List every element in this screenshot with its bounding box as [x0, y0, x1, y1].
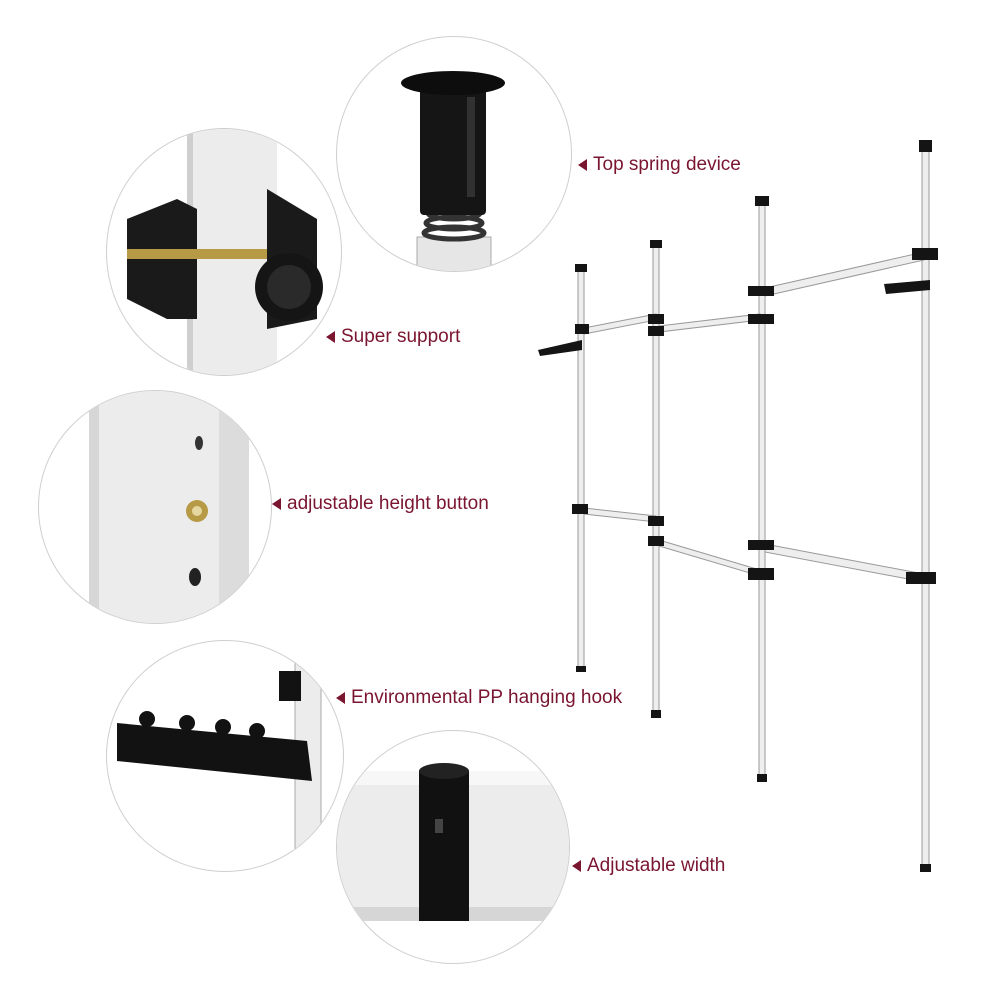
- hook-icon: [117, 660, 322, 871]
- adjustable-width-label: Adjustable width: [587, 855, 726, 876]
- hanging-hook-label: Environmental PP hanging hook: [351, 687, 623, 708]
- height-button-detail: [38, 390, 272, 624]
- callout-arrow-icon: [336, 692, 345, 704]
- adjustable-width-detail: [336, 730, 570, 964]
- spring-icon: [401, 71, 505, 271]
- callout-arrow-icon: [578, 159, 587, 171]
- callout-arrow-icon: [326, 331, 335, 343]
- hanging-hook-detail: [106, 640, 344, 872]
- callout-arrow-icon: [572, 860, 581, 872]
- top-spring-label: Top spring device: [593, 154, 741, 175]
- super-support-callout: Super support: [326, 326, 460, 348]
- hanging-hook-callout: Environmental PP hanging hook: [336, 687, 622, 709]
- top-spring-callout: Top spring device: [578, 154, 741, 176]
- top-spring-detail: [336, 36, 572, 272]
- height-button-label: adjustable height button: [287, 493, 489, 514]
- garment-rack-illustration: [538, 140, 938, 872]
- clamp-knob-icon: [127, 129, 323, 375]
- adjustable-width-callout: Adjustable width: [572, 855, 725, 877]
- width-joint-icon: [337, 763, 569, 921]
- height-button-callout: adjustable height button: [272, 493, 489, 515]
- height-button-icon: [89, 391, 249, 623]
- callout-arrow-icon: [272, 498, 281, 510]
- super-support-label: Super support: [341, 326, 461, 347]
- super-support-detail: [106, 128, 342, 376]
